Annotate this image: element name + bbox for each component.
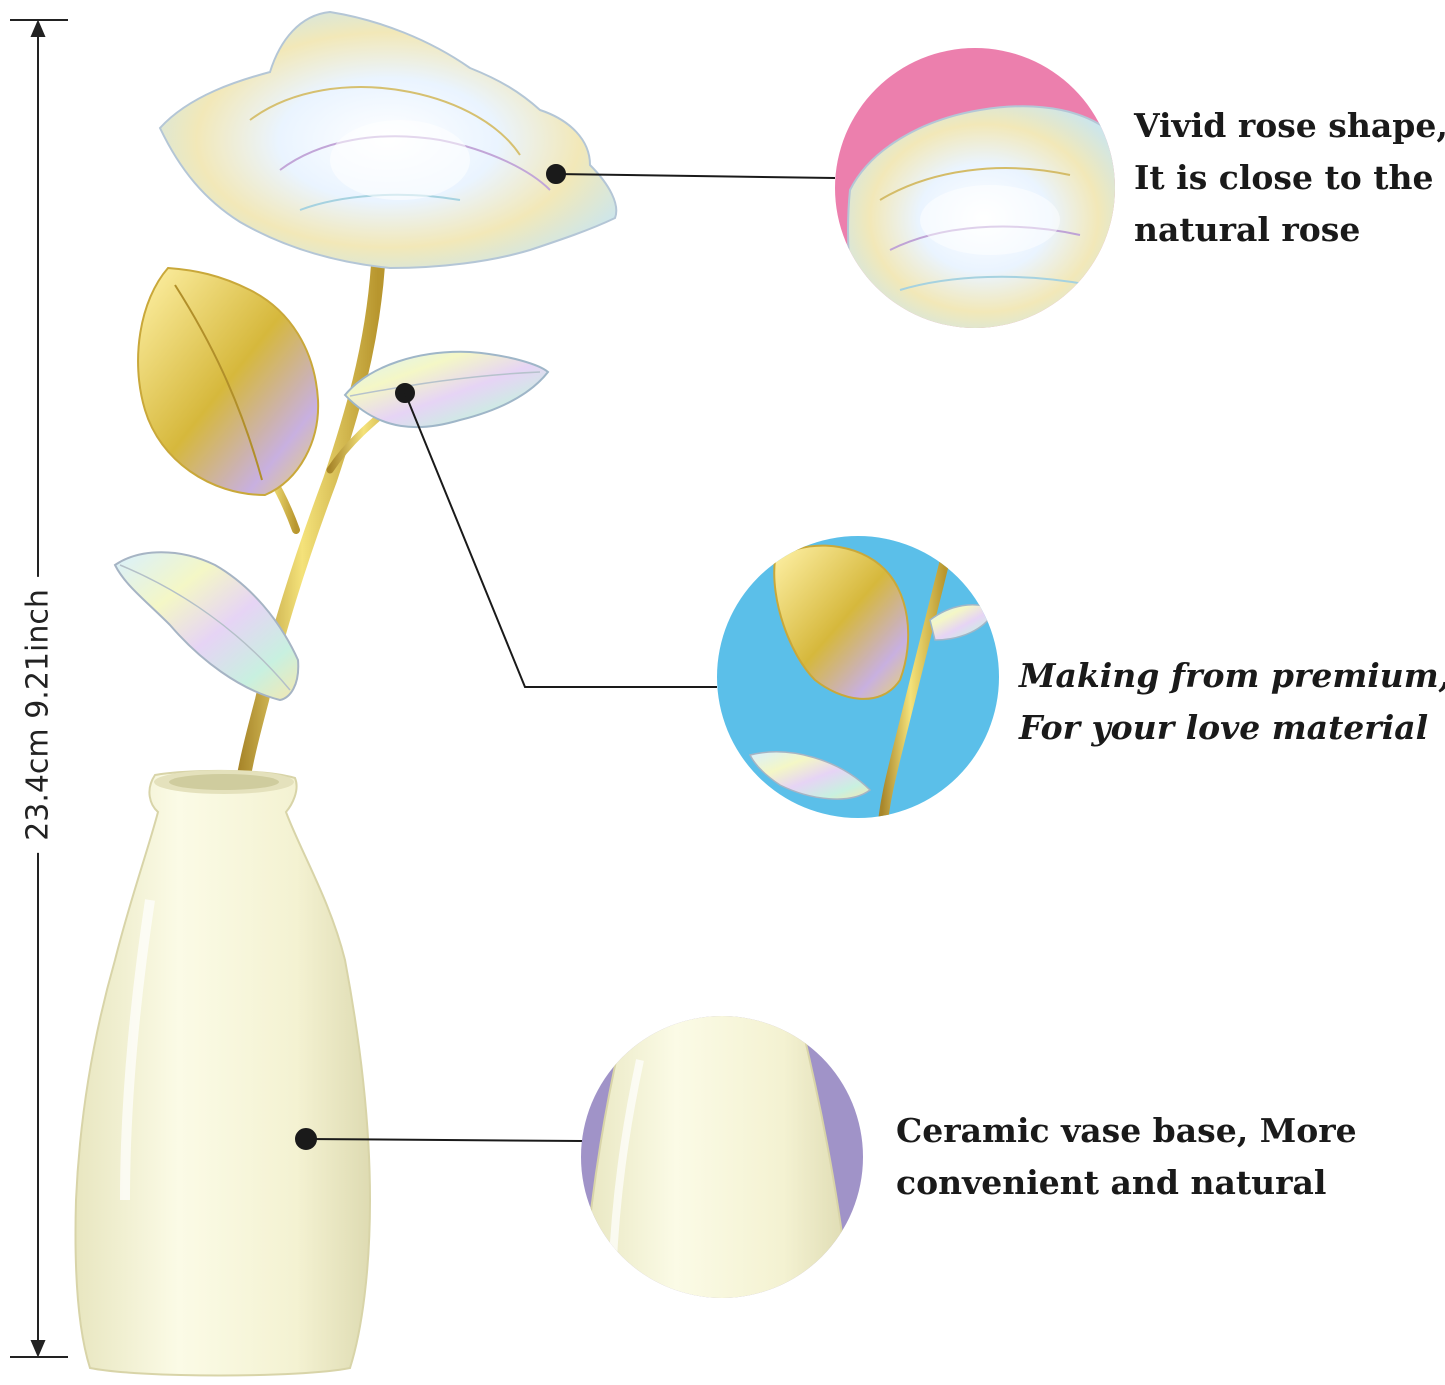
rose-shape-caption: Vivid rose shape, It is close to the nat… xyxy=(1134,100,1445,256)
leader-lines xyxy=(295,164,836,1150)
gold-leaf-icon xyxy=(137,266,320,497)
caption-line: For your love material xyxy=(1019,708,1429,747)
rose-detail-circle xyxy=(835,48,1115,328)
caption-line: Ceramic vase base, More xyxy=(896,1111,1357,1150)
rose-head-icon xyxy=(158,10,618,270)
lower-leaf-icon xyxy=(113,551,300,702)
caption-line: natural rose xyxy=(1134,210,1361,249)
iridescent-leaf-icon xyxy=(343,350,550,429)
caption-line: Vivid rose shape, xyxy=(1134,106,1445,145)
caption-line: It is close to the xyxy=(1134,158,1434,197)
caption-line: Making from premium, xyxy=(1019,656,1445,695)
ceramic-vase-icon xyxy=(74,769,372,1377)
material-caption: Making from premium, For your love mater… xyxy=(1019,650,1445,754)
vase-detail-circle xyxy=(581,1016,863,1298)
dimension-label: 23.4cm 9.21inch xyxy=(20,577,56,853)
caption-line: convenient and natural xyxy=(896,1163,1327,1202)
material-detail-circle xyxy=(717,536,999,818)
vase-caption: Ceramic vase base, More convenient and n… xyxy=(896,1105,1357,1209)
